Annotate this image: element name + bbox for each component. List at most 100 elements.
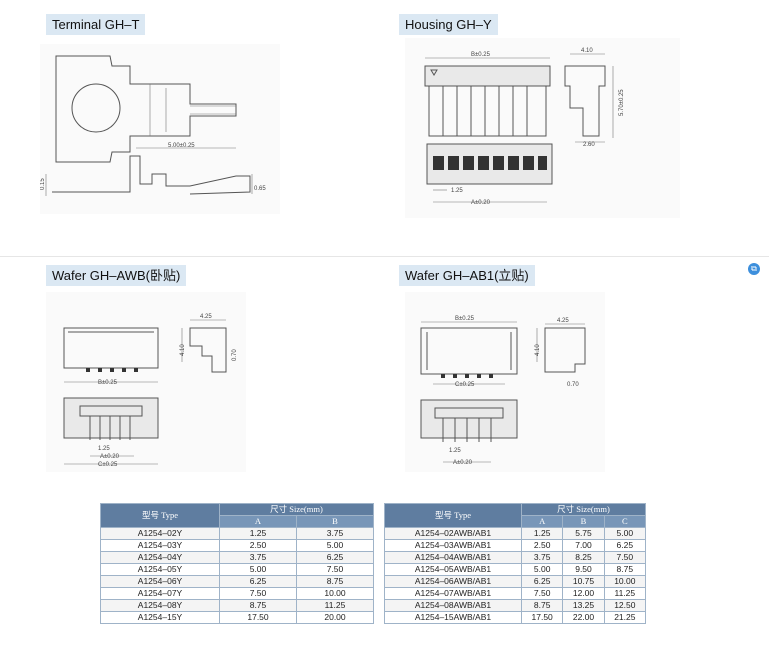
size-cell: 6.25 [219, 575, 297, 588]
type-cell: A1254–03Y [100, 539, 220, 552]
header-type: 型号 Type [384, 503, 522, 528]
size-cell: 22.00 [562, 611, 605, 624]
dim-depth: 4.25 [200, 314, 212, 320]
size-cell: 5.00 [296, 539, 374, 552]
dim-depth: 2.60 [583, 142, 595, 148]
header-size: 尺寸 Size(mm) [521, 503, 646, 516]
type-cell: A1254–07Y [100, 587, 220, 600]
dim-b: B±0.25 [471, 52, 491, 58]
size-cell: 6.25 [296, 551, 374, 564]
dim-depth: 4.25 [557, 318, 569, 324]
dim-c: C±0.25 [98, 462, 118, 468]
size-cell: 17.50 [520, 611, 564, 624]
dim-a: A±0.20 [100, 454, 120, 460]
dim-lead: 0.70 [232, 349, 238, 361]
dim-pitch: 1.25 [451, 188, 463, 194]
copy-icon[interactable]: ⧉ [748, 263, 760, 275]
size-cell: 10.00 [296, 587, 374, 600]
type-cell: A1254–06AWB/AB1 [384, 575, 522, 588]
type-cell: A1254–05Y [100, 563, 220, 576]
type-cell: A1254–15AWB/AB1 [384, 611, 522, 624]
type-cell: A1254–08AWB/AB1 [384, 599, 522, 612]
dim-pitch: 1.25 [98, 446, 110, 452]
type-cell: A1254–03AWB/AB1 [384, 539, 522, 552]
size-cell: 8.75 [603, 563, 647, 576]
section-divider [0, 256, 769, 257]
size-cell: 8.75 [296, 575, 374, 588]
dim-height: 4.10 [535, 344, 541, 356]
ab1-leads [442, 418, 492, 442]
header-col-c: C [603, 515, 647, 528]
dim-height: 4.10 [180, 344, 186, 356]
type-cell: A1254–02AWB/AB1 [384, 527, 522, 540]
type-cell: A1254–02Y [100, 527, 220, 540]
size-cell: 8.75 [219, 599, 297, 612]
type-cell: A1254–04Y [100, 551, 220, 564]
housing-drawing: B±0.25 4.10 5.70±0.25 2.60 1.25 A±0.20 [405, 38, 680, 218]
size-cell: 1.25 [219, 527, 297, 540]
housing-contacts [428, 85, 547, 137]
size-cell: 1.25 [520, 527, 564, 540]
size-cell: 12.00 [562, 587, 605, 600]
size-cell: 17.50 [219, 611, 297, 624]
type-cell: A1254–05AWB/AB1 [384, 563, 522, 576]
size-cell: 3.75 [296, 527, 374, 540]
size-cell: 13.25 [562, 599, 605, 612]
size-cell: 7.00 [562, 539, 605, 552]
size-cell: 8.75 [520, 599, 564, 612]
dim-c: C±0.25 [455, 382, 475, 388]
housing-title: Housing GH–Y [399, 14, 498, 35]
wafer-awb-title: Wafer GH–AWB(卧贴) [46, 265, 187, 286]
type-cell: A1254–04AWB/AB1 [384, 551, 522, 564]
size-cell: 2.50 [219, 539, 297, 552]
dim-a: A±0.20 [453, 460, 473, 466]
size-cell: 9.50 [562, 563, 605, 576]
header-col-b: B [562, 515, 605, 528]
size-cell: 7.50 [219, 587, 297, 600]
type-cell: A1254–06Y [100, 575, 220, 588]
header-type: 型号 Type [100, 503, 220, 528]
size-cell: 7.50 [296, 563, 374, 576]
awb-pins [86, 368, 138, 372]
size-cell: 7.50 [603, 551, 647, 564]
size-cell: 3.75 [219, 551, 297, 564]
size-cell: 10.75 [562, 575, 605, 588]
dim-lead: 0.70 [567, 382, 579, 388]
size-cell: 20.00 [296, 611, 374, 624]
wafer-ab1-title: Wafer GH–AB1(立贴) [399, 265, 535, 286]
size-cell: 8.25 [562, 551, 605, 564]
size-cell: 3.75 [520, 551, 564, 564]
terminal-drawing: 5.00±0.25 0.65 0.15 [40, 44, 280, 214]
dim-pitch: 1.25 [449, 448, 461, 454]
size-cell: 11.25 [296, 599, 374, 612]
housing-cavities [433, 156, 547, 170]
awb-leads [89, 416, 131, 440]
size-cell: 11.25 [603, 587, 647, 600]
dim-length: 5.00±0.25 [168, 143, 195, 149]
dim-a: A±0.20 [471, 200, 491, 206]
size-cell: 6.25 [520, 575, 564, 588]
dim-b: B±0.25 [98, 380, 118, 386]
dim-thickness: 0.15 [40, 178, 46, 190]
size-cell: 5.00 [219, 563, 297, 576]
dim-height: 5.70±0.25 [619, 89, 625, 116]
size-cell: 5.00 [520, 563, 564, 576]
type-cell: A1254–15Y [100, 611, 220, 624]
terminal-title: Terminal GH–T [46, 14, 146, 35]
size-cell: 7.50 [520, 587, 564, 600]
header-col-a: A [520, 515, 564, 528]
type-cell: A1254–08Y [100, 599, 220, 612]
